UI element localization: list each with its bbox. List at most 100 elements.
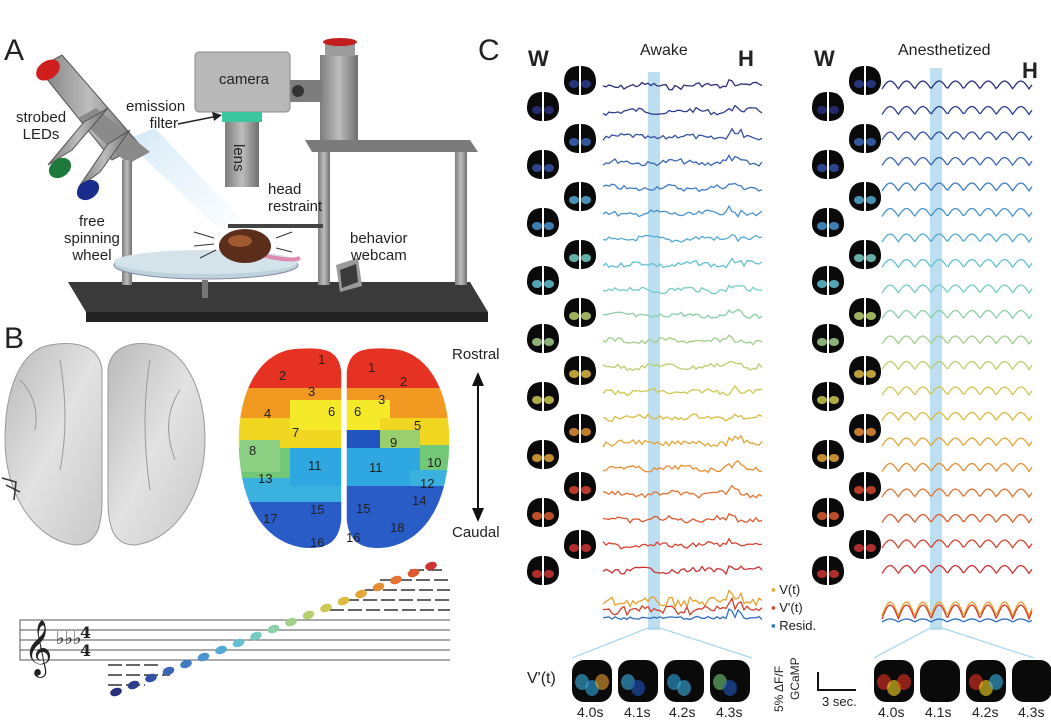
- brain-thumbnail: [812, 382, 844, 411]
- brain-thumbnail: [527, 150, 559, 179]
- panel-letter-c: C: [478, 34, 500, 67]
- awake-trace: [602, 153, 763, 167]
- awake-trace: [602, 257, 763, 269]
- music-note: [320, 603, 332, 613]
- region-label: 1: [318, 352, 326, 367]
- label-w-anesth: W: [814, 46, 835, 71]
- label-camera: camera: [218, 71, 270, 88]
- awake-trace: [602, 204, 763, 219]
- region-label: 4: [264, 406, 272, 421]
- region-label: 2: [400, 374, 408, 389]
- awake-zoom-frame: [664, 660, 704, 702]
- brain-thumbnail: [849, 240, 881, 269]
- brain-thumbnail: [812, 92, 844, 121]
- label-h-awake: H: [738, 46, 754, 71]
- brain-thumbnail: [564, 472, 596, 501]
- title-anesthetized: Anesthetized: [898, 42, 991, 59]
- anesth-trace: [881, 539, 1033, 550]
- svg-text:4: 4: [80, 641, 91, 660]
- green-led: [48, 157, 72, 179]
- anesth-trace: [881, 437, 1033, 448]
- mouse: [193, 229, 301, 263]
- time-label: 4.2s: [972, 704, 999, 720]
- label-caudal: Caudal: [452, 524, 500, 541]
- light-beam: [125, 128, 240, 228]
- region-label: 18: [390, 520, 405, 535]
- music-note: [390, 575, 402, 585]
- anesth-zoom-frame: [874, 660, 914, 702]
- brain-thumbnail: [812, 208, 844, 237]
- awake-zoom-frame: [710, 660, 750, 702]
- awake-zoom-lines: [571, 627, 753, 659]
- music-note: [232, 638, 245, 648]
- parcellated-brain-left: [237, 346, 343, 550]
- brain-thumbnail: [527, 440, 559, 469]
- svg-text:𝄞: 𝄞: [24, 620, 52, 678]
- region-label: 6: [328, 404, 336, 419]
- brain-thumbnail: [812, 266, 844, 295]
- anesth-trace: [881, 309, 1033, 320]
- scale-bar: [817, 672, 856, 691]
- anesth-trace: [881, 207, 1033, 218]
- raw-brain-image: [1, 343, 206, 546]
- brain-thumbnail: [849, 472, 881, 501]
- awake-zoom-frame: [572, 660, 612, 702]
- brain-thumbnail: [564, 240, 596, 269]
- music-note: [337, 596, 350, 606]
- webcam: [336, 258, 362, 292]
- music-note: [407, 568, 420, 578]
- brain-thumbnail: [527, 498, 559, 527]
- label-rostral: Rostral: [452, 346, 500, 363]
- awake-trace: [602, 565, 763, 576]
- red-led: [36, 59, 60, 81]
- brain-thumbnail: [564, 530, 596, 559]
- label-h-anesth: H: [1022, 58, 1038, 83]
- anesth-composite-trace: [881, 601, 1033, 618]
- brain-thumbnail: [564, 298, 596, 327]
- awake-trace: [602, 308, 763, 320]
- music-note: [355, 589, 367, 599]
- brain-thumbnail: [849, 356, 881, 385]
- anesth-trace: [881, 386, 1033, 397]
- region-label: 10: [427, 455, 442, 470]
- svg-text:4: 4: [80, 623, 91, 642]
- awake-trace: [602, 104, 763, 117]
- led-housing: [36, 54, 150, 201]
- scale-y2-label: GCaMP: [788, 657, 802, 700]
- scale-x-label: 3 sec.: [822, 694, 857, 709]
- awake-composite-trace: [602, 608, 763, 621]
- region-label: 9: [390, 435, 398, 450]
- region-label: 13: [258, 471, 273, 486]
- awake-trace: [602, 434, 763, 448]
- awake-trace: [602, 384, 763, 397]
- region-label: 16: [346, 530, 361, 545]
- music-note: [302, 610, 315, 620]
- label-behavior-webcam: behavior webcam: [350, 230, 408, 264]
- brain-thumbnail: [849, 66, 881, 95]
- awake-composite-trace: [602, 596, 763, 617]
- parcellated-brain-right: [345, 346, 451, 550]
- awake-trace: [602, 413, 763, 422]
- brain-thumbnail: [812, 440, 844, 469]
- anesth-trace: [881, 335, 1033, 346]
- awake-trace: [602, 537, 763, 550]
- awake-trace: [602, 459, 763, 474]
- anesth-trace: [881, 411, 1033, 422]
- brain-thumbnail: [564, 66, 596, 95]
- anesth-trace: [881, 80, 1033, 91]
- time-label: 4.3s: [716, 704, 743, 720]
- legend-v: ▪ V(t): [771, 582, 801, 597]
- label-w-awake: W: [528, 46, 549, 71]
- awake-trace: [602, 334, 763, 346]
- time-label: 4.2s: [669, 704, 696, 720]
- anesth-trace: [881, 156, 1033, 167]
- awake-highlight: [648, 72, 660, 630]
- anesth-trace: [881, 488, 1033, 499]
- label-emission-filter: emission filter: [126, 98, 186, 132]
- brain-thumbnail: [849, 414, 881, 443]
- brain-thumbnail: [812, 498, 844, 527]
- music-note: [197, 652, 210, 662]
